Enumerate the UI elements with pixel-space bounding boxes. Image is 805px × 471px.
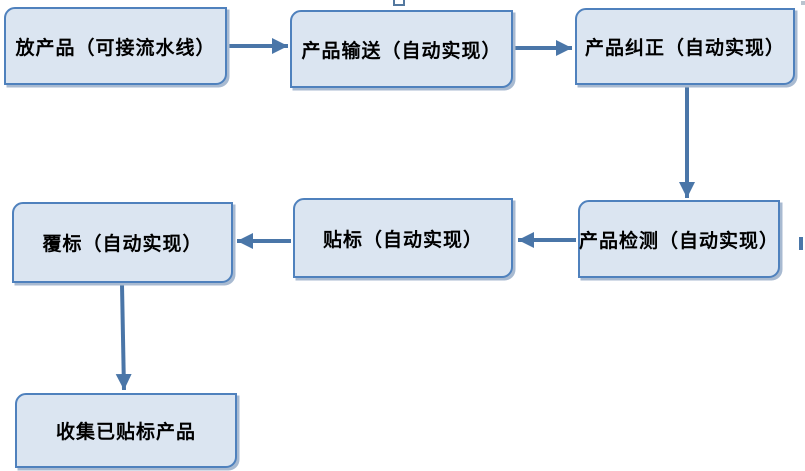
edge-coverlabel-to-collect: [115, 284, 132, 391]
flow-node-label: 产品纠正（自动实现）: [584, 37, 785, 59]
flow-node-label: 收集已贴标产品: [55, 421, 196, 443]
flow-node-cover-label[interactable]: 覆标（自动实现）: [12, 202, 233, 283]
flow-node-detect-product[interactable]: 产品检测（自动实现）: [578, 200, 780, 278]
flow-node-place-product[interactable]: 放产品（可接流水线）: [4, 7, 227, 85]
flow-node-label: 产品检测（自动实现）: [579, 229, 780, 252]
flow-node-apply-label[interactable]: 贴标（自动实现）: [293, 198, 513, 278]
flow-node-correct-product[interactable]: 产品纠正（自动实现）: [575, 8, 795, 85]
clipped-shape-right-edge: [799, 237, 803, 250]
flow-node-label: 产品输送（自动实现）: [301, 39, 502, 62]
clipped-mark-top-right: [801, 1, 805, 5]
flow-node-label: 贴标（自动实现）: [322, 228, 483, 251]
flow-node-convey-product[interactable]: 产品输送（自动实现）: [290, 10, 513, 88]
selection-handle[interactable]: [393, 0, 405, 6]
flow-node-label: 放产品（可接流水线）: [15, 36, 216, 59]
flow-node-collect-product[interactable]: 收集已贴标产品: [15, 393, 237, 468]
flow-node-label: 覆标（自动实现）: [42, 233, 203, 255]
